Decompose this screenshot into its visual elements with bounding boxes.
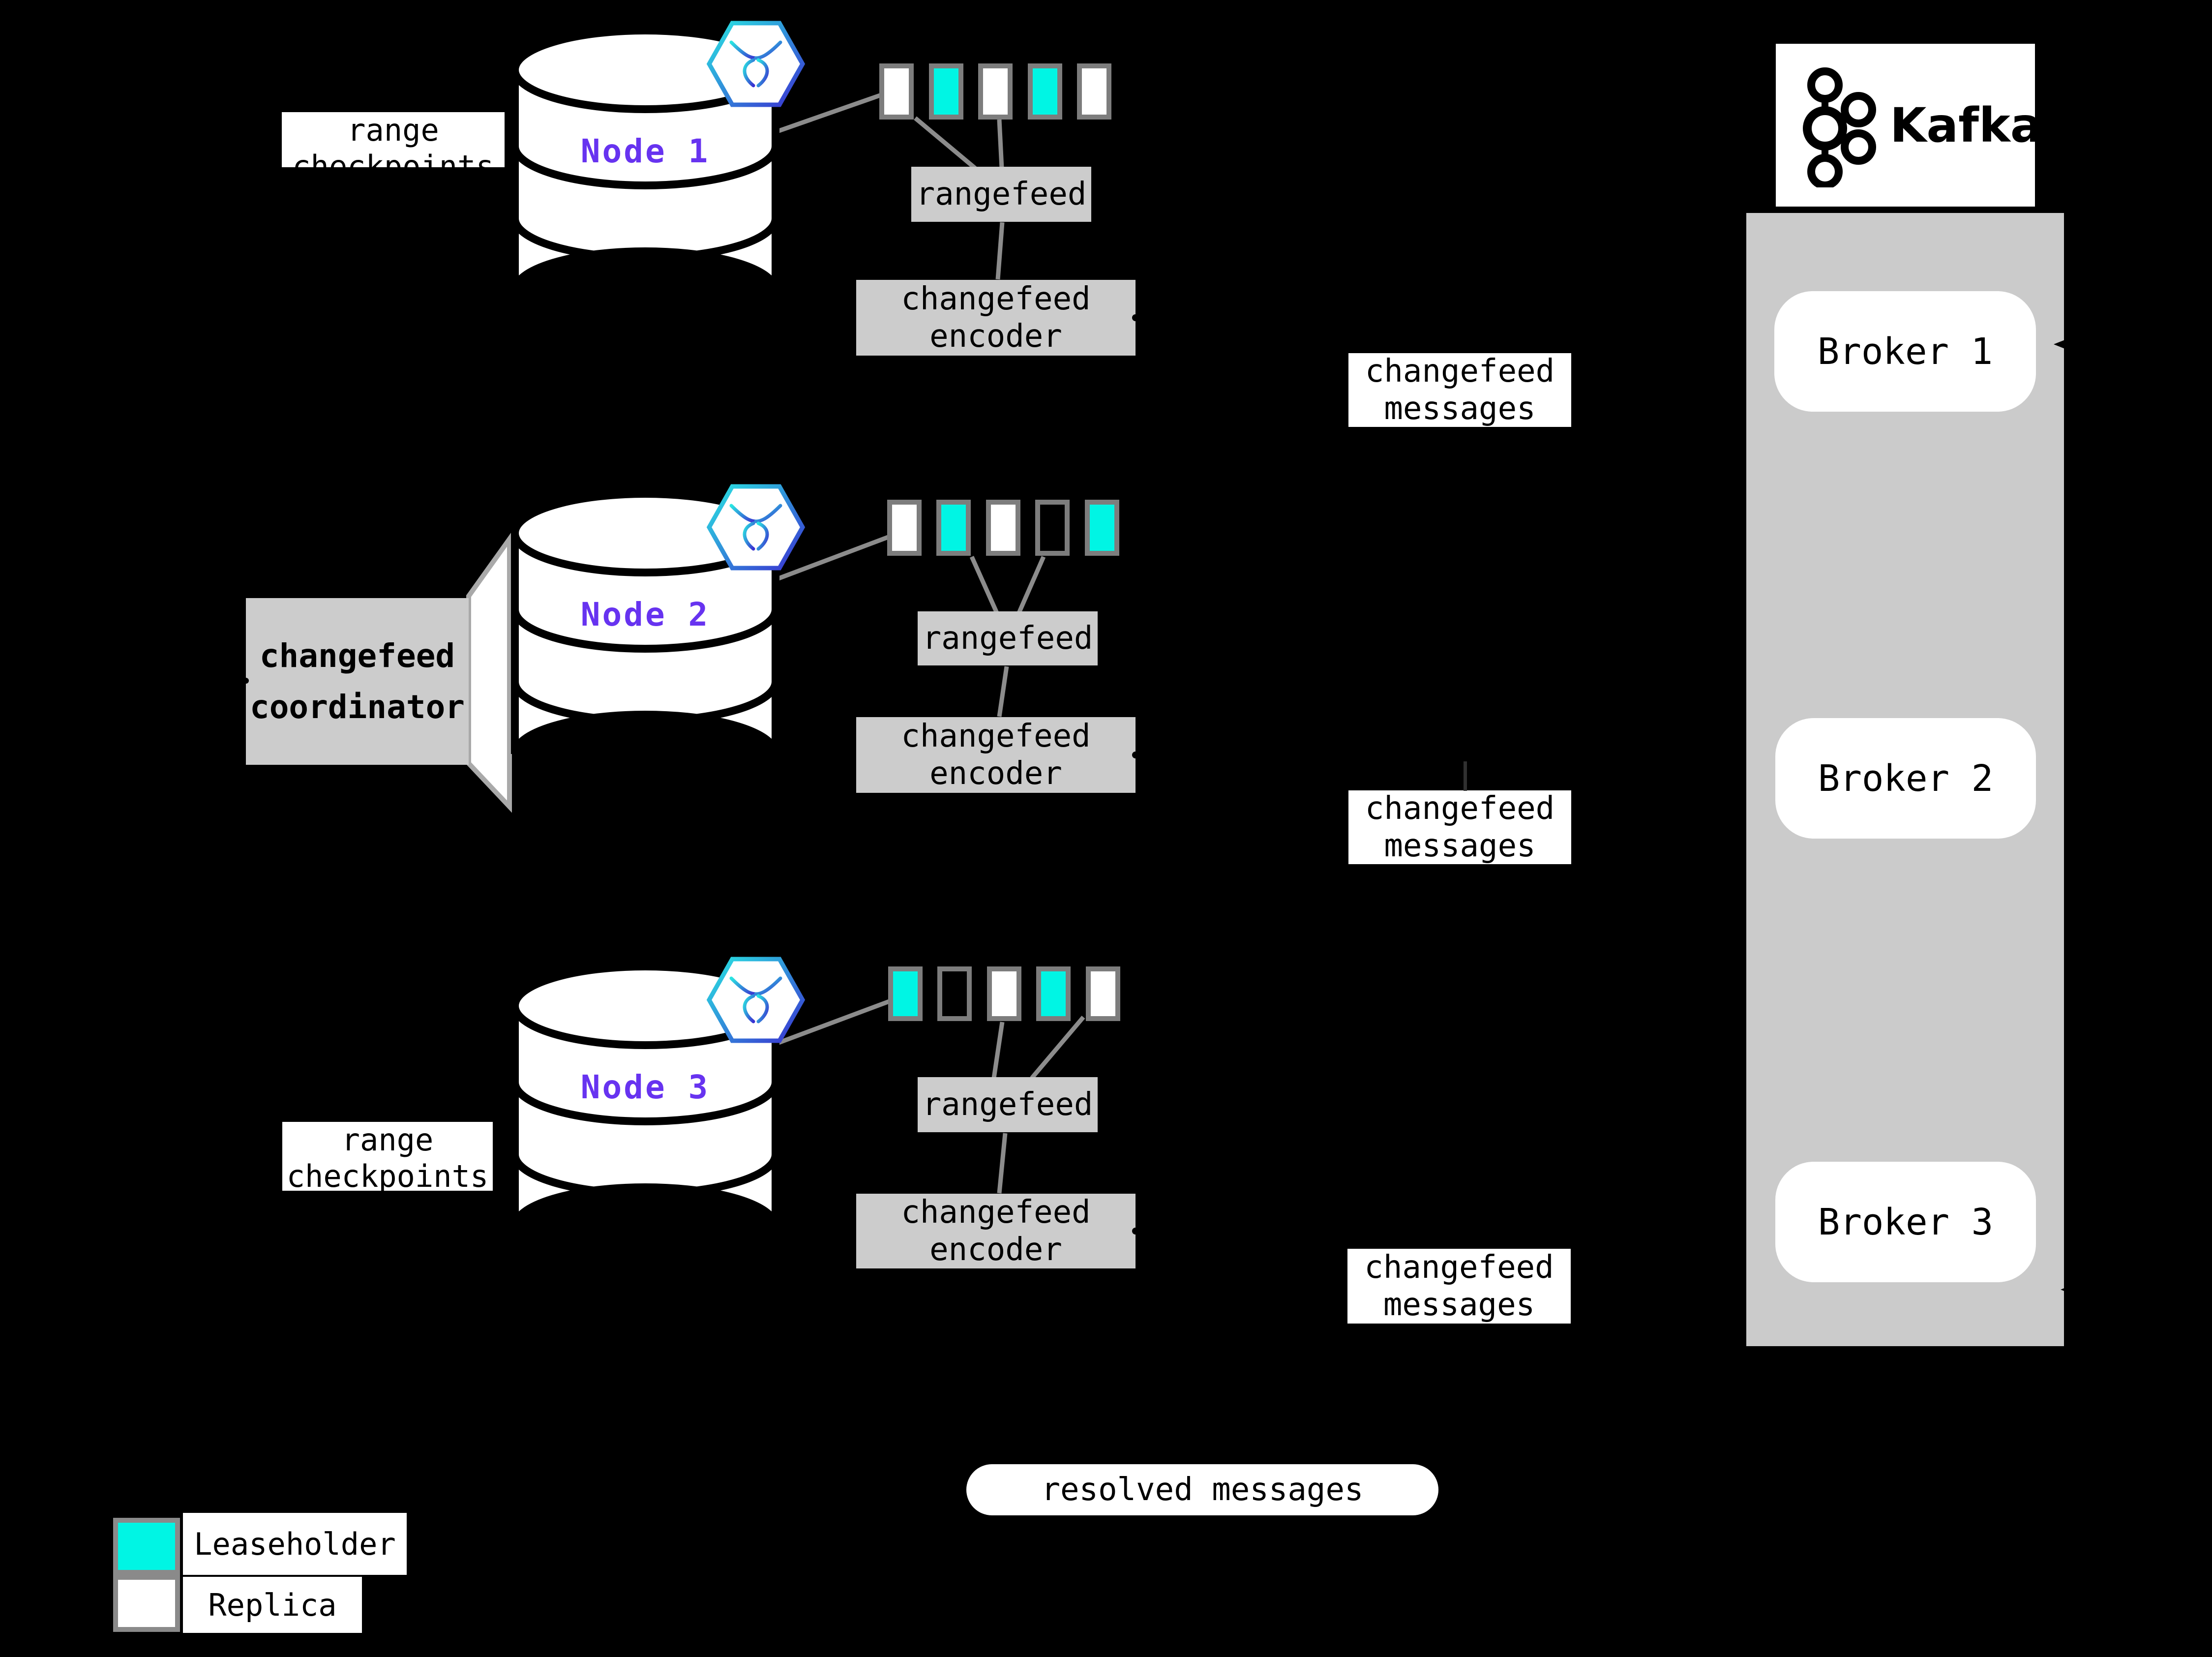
range-cell bbox=[929, 63, 963, 120]
encoder-line1: changefeed bbox=[901, 1194, 1091, 1231]
range-cell bbox=[1028, 63, 1062, 120]
node3-label: Node 3 bbox=[580, 1068, 710, 1106]
kafka-icon bbox=[1803, 67, 1876, 187]
messages-line1: changefeed bbox=[1364, 1249, 1554, 1286]
node1-label: Node 1 bbox=[580, 132, 710, 170]
kafka-broker-3: Broker 3 bbox=[1775, 1162, 2036, 1282]
range-checkpoints-label: range checkpoints bbox=[282, 1122, 493, 1191]
cockroachdb-badge-icon bbox=[706, 957, 806, 1043]
range-cell bbox=[978, 63, 1013, 120]
kafka-broker-2: Broker 2 bbox=[1775, 718, 2036, 839]
cockroachdb-badge-icon bbox=[706, 21, 806, 107]
messages-line2: messages bbox=[1384, 828, 1536, 864]
legend-label-leaseholder: Leaseholder bbox=[183, 1513, 407, 1575]
changefeed-messages-label: changefeed messages bbox=[1348, 353, 1571, 427]
changefeed-messages-label: changefeed messages bbox=[1348, 790, 1571, 864]
checkpoints-line2: checkpoints bbox=[292, 149, 494, 167]
legend-swatch bbox=[113, 1518, 180, 1575]
messages-line1: changefeed bbox=[1365, 353, 1555, 390]
encoder-line2: encoder bbox=[929, 318, 1062, 355]
range-cell bbox=[986, 500, 1020, 556]
cockroachdb-badge-icon bbox=[706, 484, 806, 571]
legend-swatch bbox=[113, 1575, 180, 1632]
range-cell bbox=[1086, 966, 1120, 1021]
coordinator-line2: coordinator bbox=[249, 688, 465, 726]
range-cell bbox=[1035, 500, 1070, 556]
range-cell bbox=[936, 500, 971, 556]
kafka-broker-1: Broker 1 bbox=[1774, 291, 2036, 412]
changefeed-messages-label: changefeed messages bbox=[1347, 1249, 1571, 1324]
kafka-wordmark: Kafka bbox=[1890, 97, 2042, 153]
range-cell bbox=[887, 500, 922, 556]
encoder-line1: changefeed bbox=[901, 718, 1091, 754]
encoder-line2: encoder bbox=[929, 1232, 1062, 1268]
changefeed-encoder-box: changefeed encoder bbox=[856, 717, 1136, 793]
node2-label: Node 2 bbox=[580, 595, 710, 633]
range-cell bbox=[1077, 63, 1111, 120]
changefeed-encoder-box: changefeed encoder bbox=[856, 1194, 1136, 1268]
range-cell bbox=[879, 63, 914, 120]
range-cell bbox=[937, 966, 972, 1021]
rangefeed-box: rangefeed bbox=[918, 1077, 1098, 1132]
messages-line2: messages bbox=[1384, 391, 1536, 427]
coordinator-line1: changefeed bbox=[259, 636, 455, 675]
range-cell bbox=[1085, 500, 1119, 556]
encoder-line2: encoder bbox=[929, 755, 1062, 792]
range-checkpoints-label: range checkpoints bbox=[282, 112, 505, 167]
encoder-line1: changefeed bbox=[901, 281, 1091, 317]
messages-line2: messages bbox=[1383, 1287, 1535, 1323]
checkpoints-line1: range bbox=[341, 1122, 434, 1158]
changefeed-coordinator-box: changefeed coordinator bbox=[246, 598, 469, 765]
range-cell bbox=[987, 966, 1021, 1021]
rangefeed-box: rangefeed bbox=[911, 167, 1091, 222]
kafka-logo-box: Kafka bbox=[1776, 44, 2042, 207]
messages-line1: changefeed bbox=[1365, 790, 1555, 827]
resolved-messages-pill: resolved messages bbox=[966, 1464, 1438, 1515]
arrow-fragment bbox=[1464, 761, 1467, 791]
coordinator-flag-shape bbox=[466, 531, 512, 813]
legend-label-replica: Replica bbox=[183, 1577, 362, 1633]
range-cell bbox=[1036, 966, 1071, 1021]
range-cell bbox=[888, 966, 923, 1021]
checkpoints-line2: checkpoints bbox=[286, 1158, 489, 1191]
rangefeed-box: rangefeed bbox=[918, 611, 1098, 665]
changefeed-encoder-box: changefeed encoder bbox=[856, 280, 1136, 356]
checkpoints-line1: range bbox=[347, 112, 439, 148]
